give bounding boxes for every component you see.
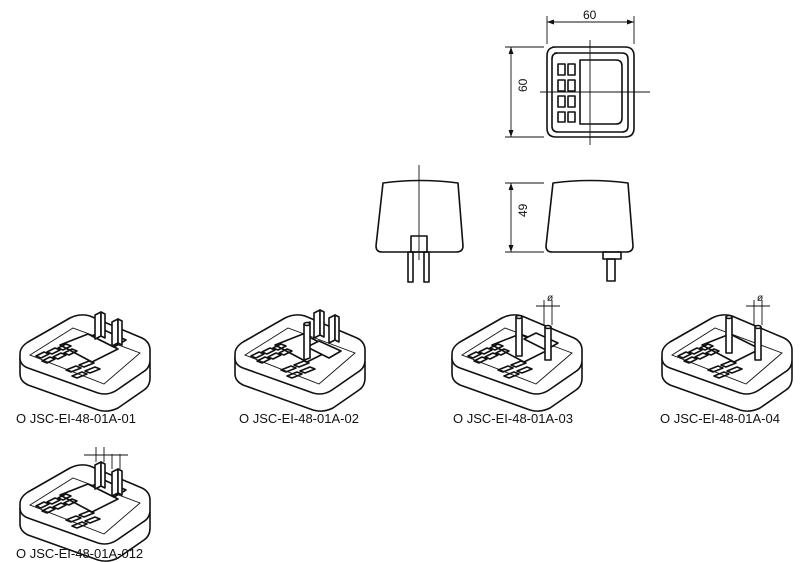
diameter-symbol: ø [757,293,763,304]
variant-012-label: O JSC-EI-48-01A-012 [16,546,143,561]
top-view [505,16,650,145]
side-view [505,179,634,282]
vent-grille [557,63,576,123]
variant-02-label: O JSC-EI-48-01A-02 [239,411,359,426]
variant-03-label: O JSC-EI-48-01A-03 [453,411,573,426]
variant-04-drawing [661,300,793,412]
width-dimension: 60 [583,8,597,22]
variant-04-label: O JSC-EI-48-01A-04 [660,411,780,426]
variant-02-drawing [234,309,366,412]
front-view [375,165,464,283]
variant-01-label: O JSC-EI-48-01A-01 [16,411,136,426]
variant-01-drawing [19,311,151,412]
height-dimension: 60 [516,78,530,92]
diameter-symbol: ø [547,293,553,304]
variant-012-drawing [19,447,151,562]
depth-dimension: 49 [516,203,530,217]
variant-03-drawing [451,300,583,412]
